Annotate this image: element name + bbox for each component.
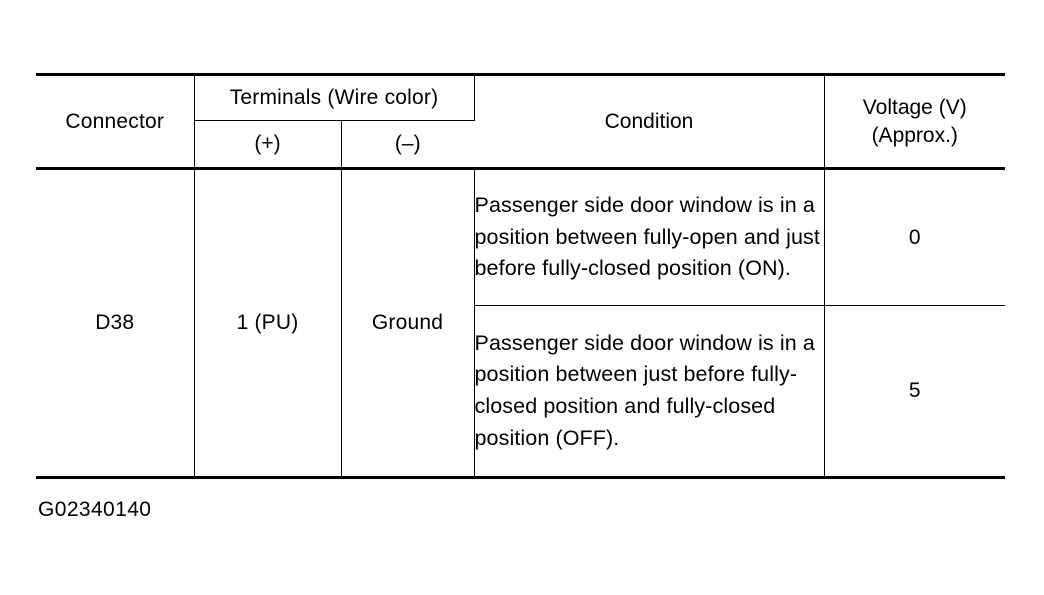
header-terminal-negative: (–) <box>341 120 474 170</box>
header-row-secondary: (+) (–) <box>36 120 1005 170</box>
table-header: Connector Terminals (Wire color) Conditi… <box>36 73 1005 170</box>
cell-condition: Passenger side door window is in a posit… <box>474 305 825 479</box>
header-terminals-group: Terminals (Wire color) <box>193 73 475 121</box>
cell-terminal-positive: 1 (PU) <box>193 168 342 479</box>
terminal-voltage-table-wrapper: Connector Terminals (Wire color) Conditi… <box>36 73 1005 479</box>
header-connector: Connector <box>36 73 194 170</box>
cell-voltage: 5 <box>824 305 1005 479</box>
cell-connector: D38 <box>36 168 194 479</box>
cell-condition: Passenger side door window is in a posit… <box>474 168 825 306</box>
figure-caption: G02340140 <box>38 498 152 521</box>
table-body: D38 1 (PU) Ground Passenger side door wi… <box>36 168 1005 479</box>
header-row-primary: Connector Terminals (Wire color) Conditi… <box>36 73 1005 170</box>
table-row: Passenger side door window is in a posit… <box>36 305 1005 479</box>
table-row: D38 1 (PU) Ground Passenger side door wi… <box>36 168 1005 479</box>
header-terminal-positive: (+) <box>193 120 342 170</box>
header-condition: Condition <box>474 73 825 170</box>
cell-voltage: 0 <box>824 168 1005 306</box>
terminal-voltage-table: Connector Terminals (Wire color) Conditi… <box>36 73 1005 479</box>
header-voltage-line1: Voltage (V) <box>862 95 967 119</box>
header-voltage: Voltage (V) (Approx.) <box>824 73 1005 170</box>
header-voltage-line2: (Approx.) <box>871 123 958 147</box>
cell-terminal-negative: Ground <box>341 168 475 479</box>
